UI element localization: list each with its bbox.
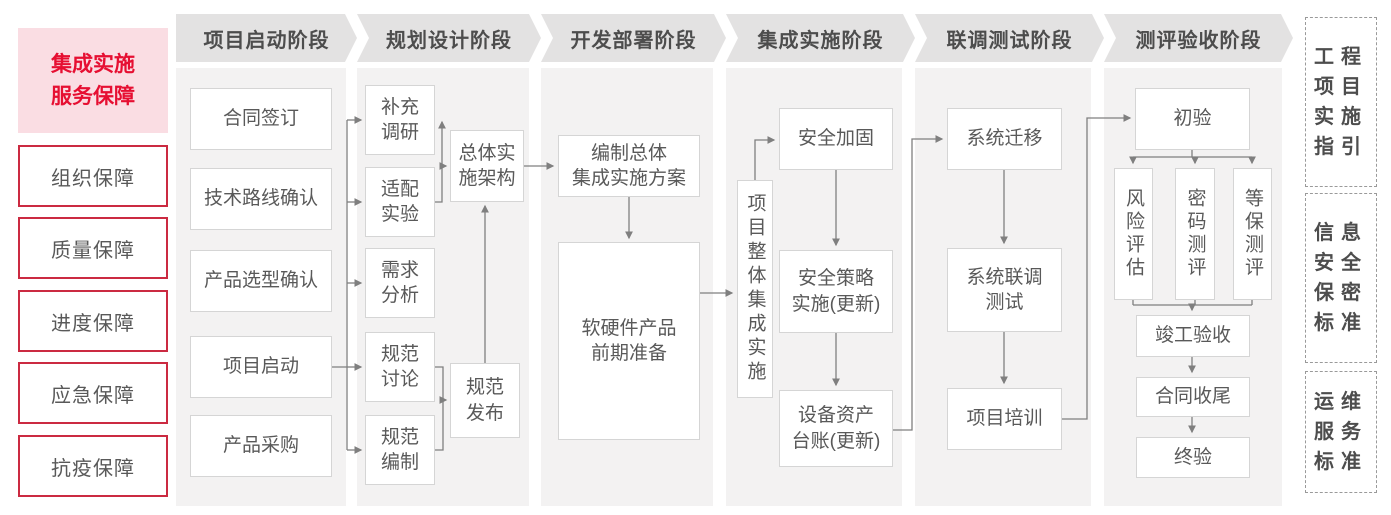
- phase-header-project-kickoff: 项目启动阶段: [176, 14, 357, 62]
- node-mlps-testing: 等保测评: [1233, 168, 1272, 300]
- node-project-kickoff: 项目启动: [190, 336, 332, 398]
- node-risk-assessment: 风险评估: [1114, 168, 1153, 300]
- sidebar-item-organization: 组织保障: [18, 145, 168, 207]
- phase-header-planning-design: 规划设计阶段: [357, 14, 541, 62]
- sidebar-item-schedule: 进度保障: [18, 290, 168, 352]
- node-asset-ledger: 设备资产 台账(更新): [779, 390, 893, 467]
- node-joint-testing: 系统联调 测试: [947, 248, 1062, 332]
- phase-header-joint-testing: 联调测试阶段: [915, 14, 1104, 62]
- node-security-policy: 安全策略 实施(更新): [779, 250, 893, 333]
- node-spec-drafting: 规范 编制: [365, 415, 435, 485]
- node-spec-release: 规范 发布: [450, 363, 520, 438]
- standard-om-service: 运维 服务 标准: [1305, 371, 1377, 493]
- node-system-migration: 系统迁移: [947, 108, 1062, 170]
- node-overall-plan: 编制总体 集成实施方案: [558, 135, 700, 197]
- phase-header-integration: 集成实施阶段: [726, 14, 915, 62]
- node-spec-discussion: 规范 讨论: [365, 332, 435, 402]
- standard-infosec-confidentiality: 信息 安全 保密 标准: [1305, 193, 1377, 363]
- node-product-procurement: 产品采购: [190, 415, 332, 477]
- node-contract-closure: 合同收尾: [1136, 377, 1250, 417]
- node-contract-signing: 合同签订: [190, 88, 332, 150]
- sidebar-item-emergency: 应急保障: [18, 362, 168, 424]
- node-requirement-analysis: 需求 分析: [365, 248, 435, 318]
- node-final-acceptance: 终验: [1136, 437, 1250, 478]
- node-completion-acceptance: 竣工验收: [1136, 315, 1250, 357]
- node-adaptation-test: 适配 实验: [365, 167, 435, 237]
- phase-header-evaluation-acceptance: 测评验收阶段: [1104, 14, 1293, 62]
- node-product-selection-confirm: 产品选型确认: [190, 250, 332, 312]
- node-initial-acceptance: 初验: [1135, 88, 1250, 150]
- node-crypto-testing: 密码测评: [1175, 168, 1215, 300]
- standard-project-implementation-guide: 工程 项目 实施 指引: [1305, 17, 1377, 187]
- phase-header-dev-deploy: 开发部署阶段: [541, 14, 726, 62]
- node-overall-integration: 项目整体集成实施: [737, 180, 773, 398]
- node-overall-architecture: 总体实 施架构: [450, 130, 524, 202]
- node-tech-route-confirm: 技术路线确认: [190, 168, 332, 230]
- node-security-hardening: 安全加固: [779, 108, 893, 170]
- node-project-training: 项目培训: [947, 388, 1062, 450]
- node-preparation: 软硬件产品 前期准备: [558, 242, 700, 440]
- sidebar-title: 集成实施 服务保障: [18, 28, 168, 133]
- sidebar-item-epidemic: 抗疫保障: [18, 435, 168, 497]
- sidebar-item-quality: 质量保障: [18, 217, 168, 279]
- node-supplementary-research: 补充 调研: [365, 85, 435, 155]
